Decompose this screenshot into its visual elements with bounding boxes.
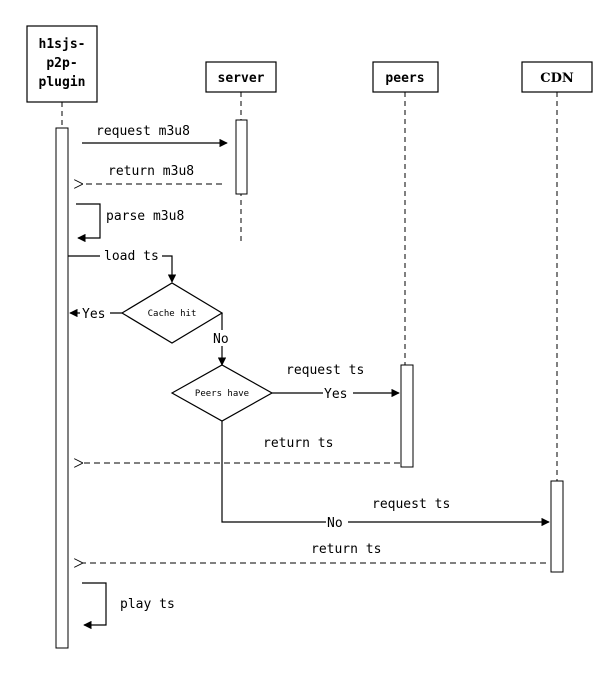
participant-cdn: CDN bbox=[521, 61, 593, 93]
play-ts-arrow bbox=[82, 582, 107, 630]
play-ts-label: play ts bbox=[120, 597, 175, 612]
cdn-label: CDN bbox=[540, 71, 574, 86]
cache-hit-label: Cache hit bbox=[148, 309, 197, 319]
peers-no-label: No bbox=[327, 516, 343, 531]
parse-m3u8-label: parse m3u8 bbox=[106, 209, 184, 224]
server-label: server bbox=[218, 71, 265, 86]
cdn-activation bbox=[550, 480, 564, 573]
request-ts-cdn-arrow bbox=[221, 421, 550, 527]
participant-peers: peers bbox=[372, 61, 439, 93]
return-ts-peers-label: return ts bbox=[263, 436, 333, 451]
cache-yes-label: Yes bbox=[82, 307, 105, 322]
peers-label: peers bbox=[385, 71, 424, 86]
request-ts-cdn-label: request ts bbox=[372, 497, 450, 512]
return-ts-cdn-label: return ts bbox=[311, 542, 381, 557]
plugin-activation bbox=[55, 127, 69, 649]
return-m3u8-label: return m3u8 bbox=[108, 164, 194, 179]
peers-have-label: Peers have bbox=[195, 389, 249, 399]
plugin-label-line-3: plugin bbox=[39, 75, 86, 90]
request-ts-peers-label: request ts bbox=[286, 363, 364, 378]
request-m3u8-label: request m3u8 bbox=[96, 124, 190, 139]
peers-yes-label: Yes bbox=[324, 387, 347, 402]
peers-activation bbox=[400, 364, 414, 468]
cache-no-label: No bbox=[213, 332, 229, 347]
plugin-label-line-2: p2p- bbox=[46, 56, 77, 71]
load-ts-label: load ts bbox=[104, 249, 159, 264]
participant-server: server bbox=[205, 61, 277, 93]
plugin-label-line-1: h1sjs- bbox=[39, 37, 86, 52]
server-activation bbox=[235, 119, 248, 195]
participant-plugin: h1sjs- p2p- plugin bbox=[26, 25, 98, 103]
parse-m3u8-arrow bbox=[76, 203, 101, 243]
